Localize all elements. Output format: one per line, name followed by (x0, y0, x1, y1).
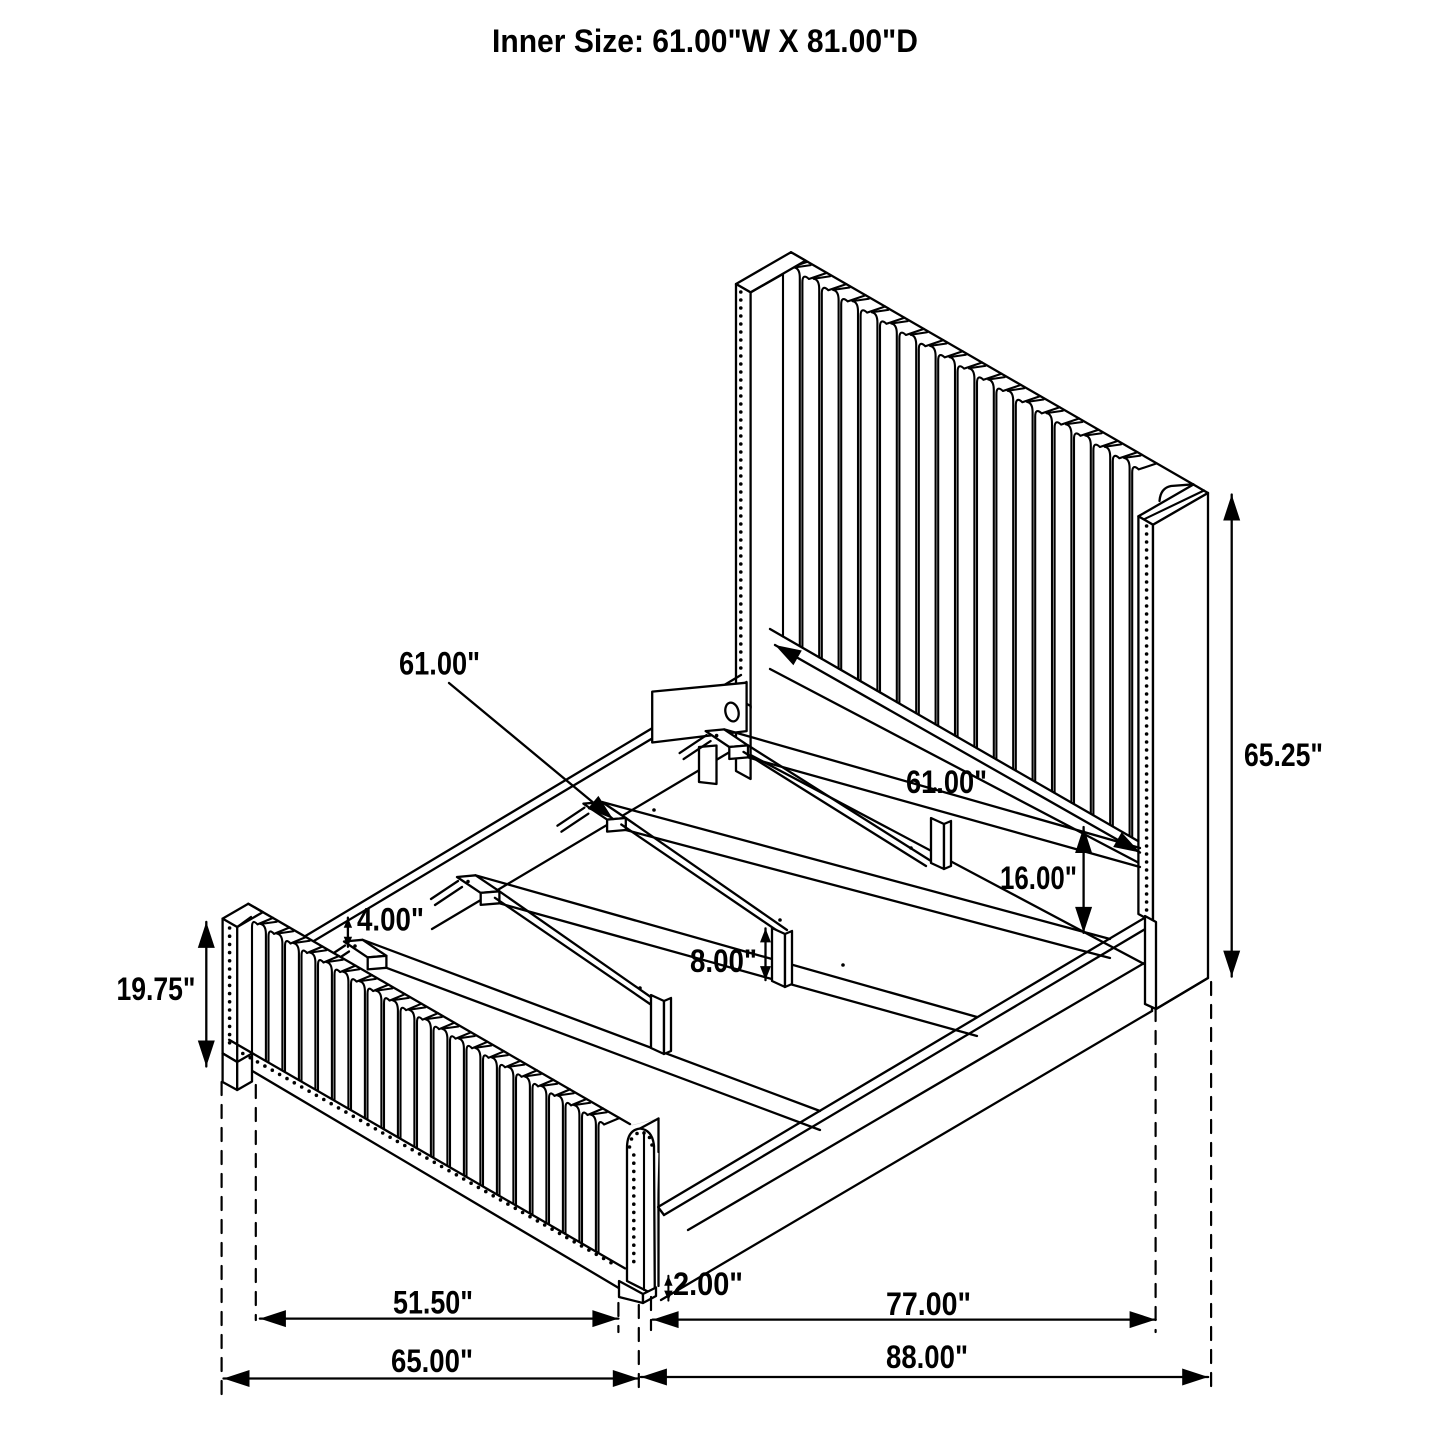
svg-text:51.50": 51.50" (393, 1285, 473, 1321)
svg-text:61.00": 61.00" (906, 764, 987, 800)
svg-text:Inner Size: 61.00"W X 81.00"D: Inner Size: 61.00"W X 81.00"D (492, 23, 918, 59)
svg-text:61.00": 61.00" (399, 646, 480, 682)
svg-text:2.00": 2.00" (673, 1266, 743, 1302)
svg-text:65.25": 65.25" (1244, 737, 1323, 773)
svg-text:65.00": 65.00" (391, 1343, 473, 1379)
svg-text:4.00": 4.00" (357, 902, 424, 938)
svg-text:8.00": 8.00" (690, 943, 757, 979)
svg-text:88.00": 88.00" (886, 1339, 968, 1375)
svg-text:16.00": 16.00" (1000, 860, 1077, 896)
svg-text:77.00": 77.00" (886, 1286, 971, 1322)
svg-text:19.75": 19.75" (117, 971, 196, 1007)
